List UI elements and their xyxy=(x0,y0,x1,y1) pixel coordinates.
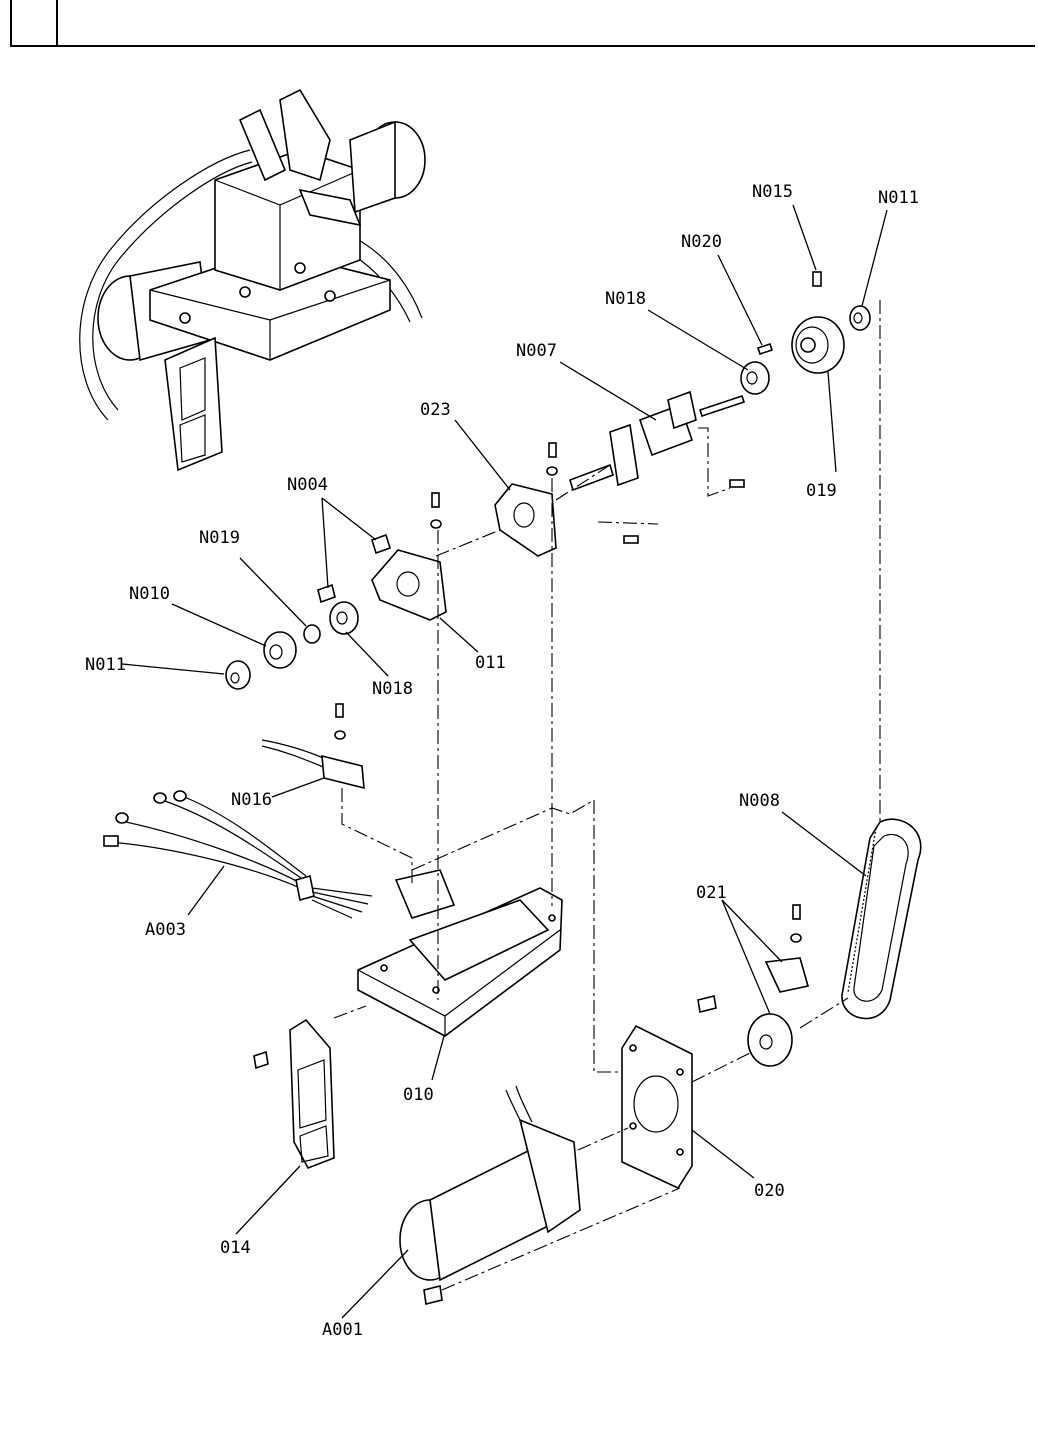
label-020: 020 xyxy=(754,1181,785,1201)
label-a001: A001 xyxy=(322,1320,363,1340)
label-n018-top: N018 xyxy=(605,289,646,309)
alignment-lines xyxy=(334,300,880,1290)
label-010: 010 xyxy=(403,1085,434,1105)
label-n011-left: N011 xyxy=(85,655,126,675)
base-plate-010 xyxy=(358,870,562,1036)
motor-plate-020 xyxy=(622,1026,692,1188)
bracket-011 xyxy=(318,493,446,620)
shaft-n007 xyxy=(570,362,769,490)
sensor-n016 xyxy=(262,704,364,788)
label-019: 019 xyxy=(806,481,837,501)
label-n018-left: N018 xyxy=(372,679,413,699)
assembled-unit-illustration xyxy=(80,90,425,470)
label-n020: N020 xyxy=(681,232,722,252)
label-014: 014 xyxy=(220,1238,251,1258)
label-n004: N004 xyxy=(287,475,328,495)
label-n008: N008 xyxy=(739,791,780,811)
pulley-019 xyxy=(758,272,870,373)
label-n019: N019 xyxy=(199,528,240,548)
leader-lines xyxy=(122,205,887,1318)
motor-a001 xyxy=(400,1086,580,1304)
gear-021 xyxy=(698,905,808,1066)
cable-harness-a003 xyxy=(104,791,372,918)
label-023: 023 xyxy=(420,400,451,420)
label-n011-top: N011 xyxy=(878,188,919,208)
belt-n008 xyxy=(842,819,921,1018)
label-n016: N016 xyxy=(231,790,272,810)
label-n015: N015 xyxy=(752,182,793,202)
label-n010: N010 xyxy=(129,584,170,604)
label-n007: N007 xyxy=(516,341,557,361)
bracket-014 xyxy=(254,1020,334,1168)
label-021: 021 xyxy=(696,883,727,903)
label-011: 011 xyxy=(475,653,506,673)
pulley-stack-left xyxy=(226,602,358,689)
label-a003: A003 xyxy=(145,920,186,940)
